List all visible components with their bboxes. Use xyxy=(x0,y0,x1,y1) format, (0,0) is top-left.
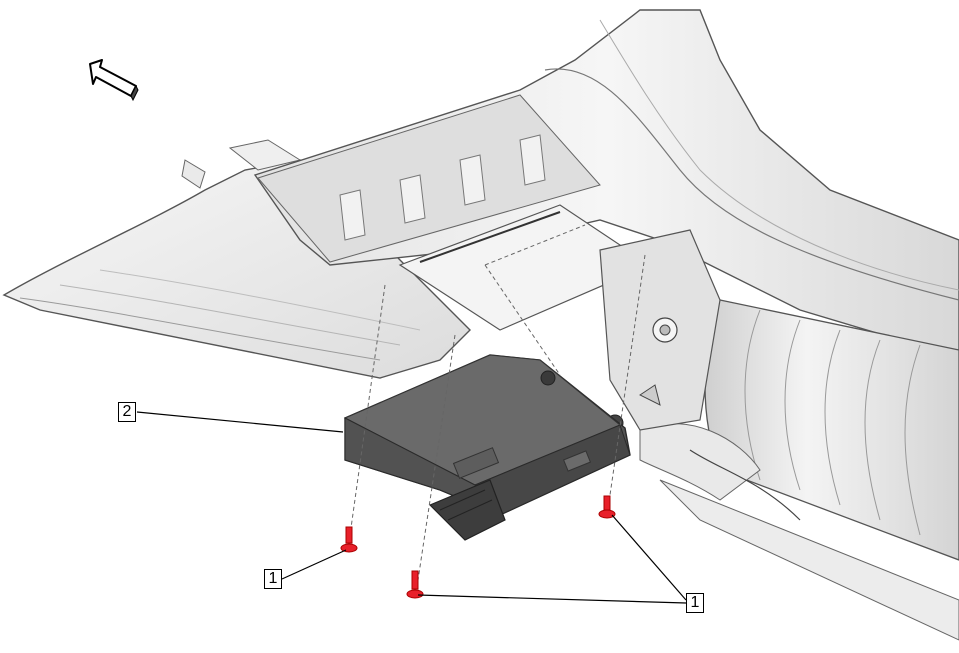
front-direction-arrow-icon xyxy=(89,59,139,102)
leader-lines xyxy=(136,411,687,604)
callout-fastener-left: 1 xyxy=(264,569,282,589)
console-housing xyxy=(253,9,959,361)
callout-module: 2 xyxy=(118,402,136,422)
screw-left xyxy=(340,526,358,553)
screw-center xyxy=(406,570,424,599)
mounting-bracket xyxy=(599,229,721,432)
screw-right xyxy=(598,495,616,519)
hvac-duct xyxy=(639,299,959,641)
callout-fastener-right: 1 xyxy=(686,593,704,613)
alignment-lines xyxy=(349,224,646,581)
control-module xyxy=(343,354,631,541)
